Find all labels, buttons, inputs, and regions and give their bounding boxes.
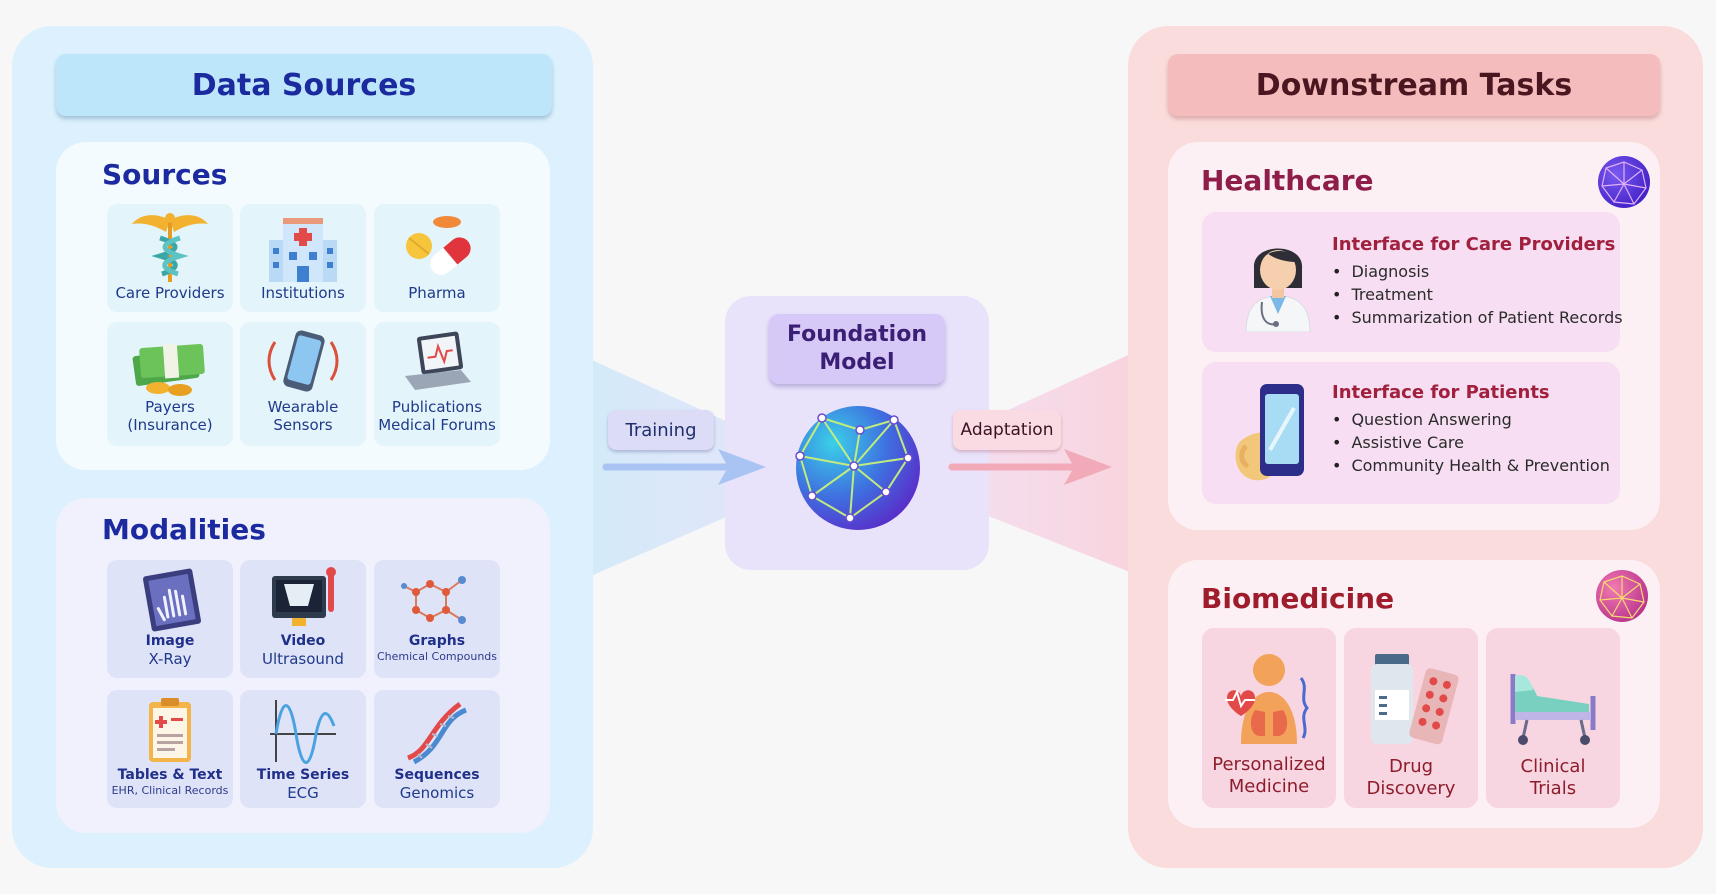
molecule-icon xyxy=(401,576,466,624)
phone-vibrate-icon xyxy=(267,330,339,392)
bio-label-sub: Medicine xyxy=(1228,776,1310,797)
drug-bottle-icon xyxy=(1371,654,1459,745)
modality-sub: EHR, Clinical Records xyxy=(111,784,229,797)
bio-label-sub: Discovery xyxy=(1366,778,1456,799)
laptop-icon xyxy=(405,331,471,390)
adaptation-arrow xyxy=(948,449,1112,485)
bio-label: Drug xyxy=(1388,756,1434,777)
modality-sub: Chemical Compounds xyxy=(376,650,498,663)
bio-personalized-medicine: Personalized Medicine xyxy=(1202,628,1336,808)
source-label: Pharma xyxy=(408,284,466,302)
source-label-sub: (Insurance) xyxy=(127,416,213,434)
bio-label: Personalized xyxy=(1212,754,1326,775)
patients-item: Question Answering xyxy=(1332,408,1610,431)
data-sources-header: Data Sources xyxy=(56,54,552,116)
care-providers-list: Diagnosis Treatment Summarization of Pat… xyxy=(1332,260,1623,329)
source-label-sub: Sensors xyxy=(273,416,333,434)
source-publications: Publications Medical Forums xyxy=(374,322,500,446)
purple-globe-icon xyxy=(1598,156,1650,208)
source-institutions: Institutions xyxy=(240,204,366,312)
hospital-bed-icon xyxy=(1510,674,1596,745)
adaptation-beam xyxy=(910,345,1150,580)
modality-type: Video xyxy=(280,633,326,649)
care-providers-item: Treatment xyxy=(1332,283,1623,306)
money-icon xyxy=(132,343,205,396)
modality-sub: Ultrasound xyxy=(262,650,344,668)
bio-label: Clinical xyxy=(1520,756,1586,777)
modality-type: Tables & Text xyxy=(117,767,223,783)
bio-label-sub: Trials xyxy=(1529,778,1577,799)
patients-item: Community Health & Prevention xyxy=(1332,454,1609,477)
source-label: Institutions xyxy=(261,284,345,302)
modality-sub: ECG xyxy=(287,784,319,802)
training-label: Training xyxy=(608,410,714,450)
source-label: Wearable xyxy=(267,398,339,416)
modality-sequences: Sequences Genomics xyxy=(374,690,500,808)
pills-icon xyxy=(406,216,471,275)
bio-clinical-trials: Clinical Trials xyxy=(1486,628,1620,808)
training-arrow xyxy=(602,449,766,485)
source-label: Payers xyxy=(145,398,195,416)
modality-tables-text: Tables & Text EHR, Clinical Records xyxy=(107,690,233,808)
source-pharma: Pharma xyxy=(374,204,500,312)
care-providers-item: Diagnosis xyxy=(1332,260,1623,283)
xray-icon xyxy=(142,568,202,632)
hospital-icon xyxy=(269,218,337,282)
dna-icon xyxy=(406,701,468,765)
downstream-tasks-header: Downstream Tasks xyxy=(1168,54,1660,116)
healthcare-title: Healthcare xyxy=(1201,164,1374,197)
care-providers-item: Summarization of Patient Records xyxy=(1332,306,1622,329)
modality-graphs: Graphs Chemical Compounds xyxy=(374,560,500,678)
bio-drug-discovery: Drug Discovery xyxy=(1344,628,1478,808)
ultrasound-monitor-icon xyxy=(272,567,336,626)
clipboard-icon xyxy=(149,698,191,762)
modality-video: Video Ultrasound xyxy=(240,560,366,678)
modality-sub: Genomics xyxy=(399,784,475,802)
care-providers-title: Interface for Care Providers xyxy=(1332,234,1616,255)
personalized-medicine-icon xyxy=(1225,654,1309,744)
modality-sub: X-Ray xyxy=(148,650,192,668)
doctor-icon xyxy=(1245,248,1311,332)
modalities-title: Modalities xyxy=(102,513,266,546)
adaptation-label: Adaptation xyxy=(953,410,1061,450)
neural-globe-icon xyxy=(795,406,920,530)
foundation-model-title: Foundation Model xyxy=(769,314,945,384)
source-care-providers: Care Providers xyxy=(107,204,233,312)
modality-type: Graphs xyxy=(408,633,466,649)
modality-image: Image X-Ray xyxy=(107,560,233,678)
pink-globe-icon xyxy=(1596,570,1648,622)
source-payers: Payers (Insurance) xyxy=(107,322,233,446)
foundation-model-title-line2: Model xyxy=(819,350,895,375)
modality-type: Image xyxy=(145,633,195,649)
patients-title: Interface for Patients xyxy=(1332,382,1550,403)
foundation-model-title-line1: Foundation xyxy=(786,322,927,347)
patients-list: Question Answering Assistive Care Commun… xyxy=(1332,408,1610,477)
source-label-sub: Medical Forums xyxy=(378,416,496,434)
waveform-icon xyxy=(270,700,336,764)
modality-type: Time Series xyxy=(256,767,350,783)
biomedicine-title: Biomedicine xyxy=(1201,582,1395,615)
source-label: Publications xyxy=(391,398,483,416)
patients-item: Assistive Care xyxy=(1332,431,1610,454)
source-wearable-sensors: Wearable Sensors xyxy=(240,322,366,446)
modality-time-series: Time Series ECG xyxy=(240,690,366,808)
hand-phone-icon xyxy=(1235,384,1304,481)
source-label: Care Providers xyxy=(115,284,225,302)
modality-type: Sequences xyxy=(394,767,480,783)
sources-title: Sources xyxy=(102,158,228,191)
caduceus-icon xyxy=(132,213,208,282)
